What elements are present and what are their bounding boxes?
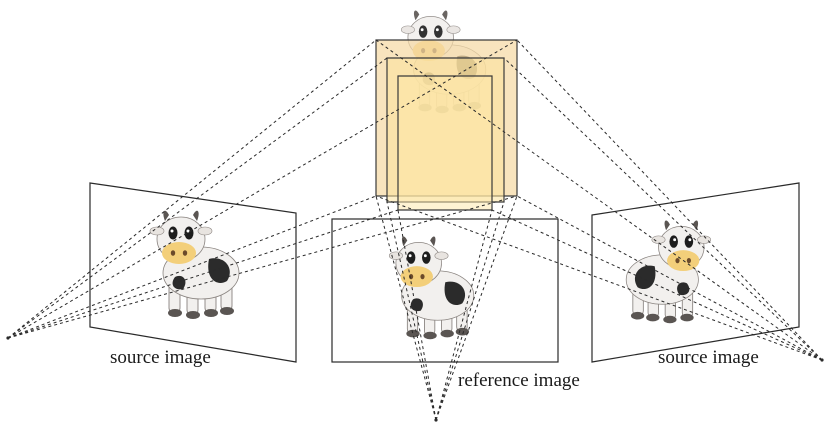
reference-image-label: reference image <box>458 370 580 391</box>
source-image-label-left: source image <box>110 347 211 368</box>
frustum-plane-front <box>397 75 493 211</box>
left-camera-center <box>6 336 10 340</box>
reference-camera-center <box>434 418 438 422</box>
right-camera-center <box>820 358 824 362</box>
source-image-label-right: source image <box>658 347 759 368</box>
projection-rays <box>7 39 823 421</box>
